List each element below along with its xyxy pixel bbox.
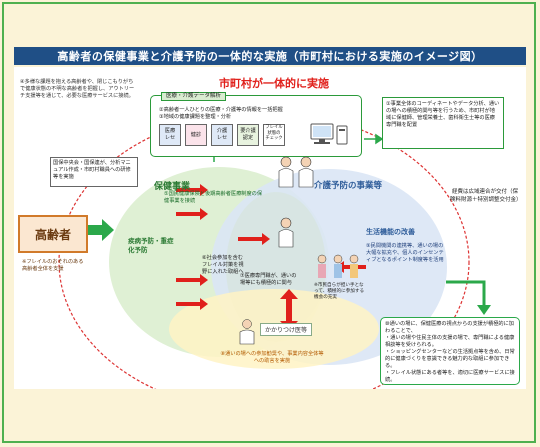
computer-icon (310, 123, 348, 145)
data-analysis-panel: 医療・介護データ解析 ②高齢者一人ひとりの医療・介護等の情報を一括把握 ③地域の… (150, 92, 362, 157)
top-right-note: ①事業全体のコーディネートやデータ分析、通いの場への積極的関与等を行うため、市町… (382, 97, 504, 149)
municipality-header: 市町村が一体的に実施 (219, 77, 329, 90)
green-arrow-elderly (86, 219, 114, 241)
left-note: 国保中央会・国保連が、分析マニュアル作成・市町村職員への研修等を実施 (50, 157, 138, 187)
data-mini-boxes: 医療 レセ 健診 介護 レセ 要介護 認定 フレイル 状態の チェック (159, 124, 285, 146)
kaigo-label: 介護予防の事業等 (314, 181, 383, 191)
diagram-canvas: ④多様な課題を抱える高齢者や、閉じこもりがちで健康状態の不明な高齢者を把握し、ア… (14, 67, 526, 389)
mini-box-checkup: 健診 (185, 124, 207, 146)
data-panel-tag: 医療・介護データ解析 (161, 92, 227, 101)
kaigo-item9: ⑨民間機関の連携等、通いの場の大幅な拡充や、個人のインセンティブとなるポイント制… (366, 243, 444, 263)
bottom-right-box: ⑩通いの場に、保健医療の視点からの支援が積極的に加わることで、 ・通いの場や住民… (380, 317, 520, 385)
doctor-icon (239, 319, 255, 345)
mini-box-care-certification: 要介護 認定 (237, 124, 259, 146)
data-panel-line1: ②高齢者一人ひとりの医療・介護等の情報を一括把握 (159, 107, 283, 113)
bottom-right-line1: ⑩通いの場に、保健医療の視点からの支援が積極的に加わることで、 (385, 321, 514, 334)
disease-prevention-label: 疾病予防・重症化予防 (128, 237, 174, 254)
elderly-note: ※フレイルのおそれのある高齢者全体を支援 (22, 259, 84, 272)
center-item7: ⑦医療専門職が、通いの場等にも積極的に関与 (240, 273, 297, 286)
elders-group-icon (317, 254, 359, 278)
elderly-box: 高齢者 (18, 215, 88, 253)
mini-box-care-receipt: 介護 レセ (211, 124, 233, 146)
health-professionals-icon (278, 156, 314, 188)
green-arrow-right-down (446, 280, 486, 307)
data-panel-line2: ③地域の健康課題を整理・分析 (159, 114, 232, 120)
mini-box-medical-receipt: 医療 レセ (159, 124, 181, 146)
life-function-label: 生活機能の改善 (366, 228, 415, 236)
bottom-right-line2: ・通いの場や住民主体の支援の場で、専門職による健康相談等を受けられる。 (385, 335, 515, 348)
professional-figure-icon (278, 217, 294, 248)
mini-box-frailty-check: フレイル 状態の チェック (263, 124, 285, 146)
doctor-label: かかりつけ医等 (260, 323, 313, 336)
bottom-right-line4: ・フレイル状態にある者等を、適切に医療サービスに接続。 (385, 370, 515, 383)
green-arrow-head (477, 305, 491, 315)
bottom-item8: ⑧通いの場への参加勧奨や、事業内容全体等への助言を実施 (220, 351, 324, 364)
hoken-label: 保健事業 (154, 182, 191, 192)
funding-note: 経費は広域連合が交付（保険料財源＋特別調整交付金） (450, 189, 522, 203)
bottom-right-line3: ・ショッピングセンターなどの生活拠点等を含め、日常的に健康づくりを意識できる魅力… (385, 349, 515, 369)
hoken-item6: ⑥社会参加を含むフレイル対策を視野に入れた取組へ (202, 255, 244, 275)
elders-join-note: ※市民自らが担い手となって、積極的に参加する機会の充実 (314, 283, 365, 300)
page-title: 高齢者の保健事業と介護予防の一体的な実施（市町村における実施のイメージ図） (14, 47, 526, 65)
hoken-item5: ⑤国民健康保険と後期高齢者医療制度の保健事業を接続 (164, 191, 263, 204)
top-left-note: ④多様な課題を抱える高齢者や、閉じこもりがちで健康状態の不明な高齢者を把握し、ア… (20, 79, 135, 99)
